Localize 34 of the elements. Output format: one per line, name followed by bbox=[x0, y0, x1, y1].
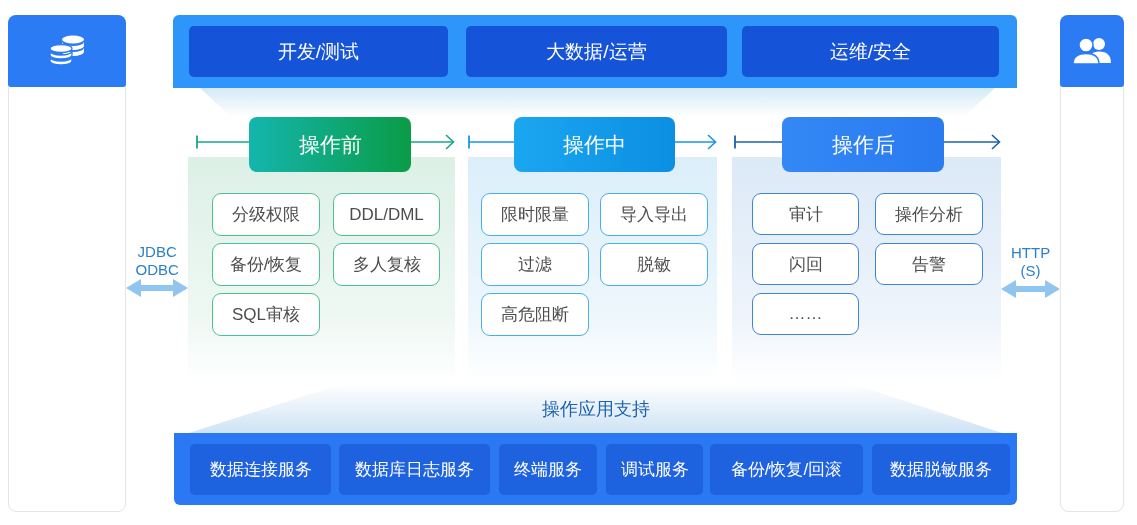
feature-tile: …… bbox=[752, 293, 859, 335]
feature-tile: 导入导出 bbox=[600, 193, 708, 236]
double-arrow bbox=[126, 279, 188, 297]
feature-tile: 过滤 bbox=[481, 243, 589, 286]
feature-tile: DDL/DML bbox=[333, 193, 440, 236]
service-tile: 备份/恢复/回滚 bbox=[710, 444, 863, 495]
phase-header: 操作中 bbox=[514, 117, 675, 172]
feature-tile: 限时限量 bbox=[481, 193, 589, 236]
feature-tile: 操作分析 bbox=[875, 193, 983, 235]
feature-tile: 多人复核 bbox=[333, 243, 440, 286]
feature-tile: 高危阻断 bbox=[481, 293, 589, 336]
side-panel bbox=[1060, 15, 1124, 512]
scenario-tile: 运维/安全 bbox=[742, 26, 999, 77]
double-arrow bbox=[1001, 280, 1060, 298]
side-panel bbox=[8, 15, 126, 512]
bottom-bar bbox=[174, 383, 1017, 505]
feature-tile: 告警 bbox=[875, 243, 983, 285]
feature-tile: 脱敏 bbox=[600, 243, 708, 286]
section-heading: 操作应用支持 bbox=[541, 398, 650, 421]
service-tile: 数据库日志服务 bbox=[339, 444, 490, 495]
scenario-tile: 开发/测试 bbox=[189, 26, 448, 77]
phase-header: 操作后 bbox=[782, 117, 944, 172]
top-bar bbox=[173, 15, 1017, 116]
feature-tile: 分级权限 bbox=[212, 193, 320, 236]
scenario-tile: 大数据/运营 bbox=[466, 26, 727, 77]
feature-tile: 审计 bbox=[752, 193, 859, 235]
service-tile: 数据连接服务 bbox=[190, 444, 331, 495]
feature-tile: SQL审核 bbox=[212, 293, 320, 336]
service-tile: 调试服务 bbox=[606, 444, 703, 495]
feature-tile: 闪回 bbox=[752, 243, 859, 285]
service-tile: 数据脱敏服务 bbox=[872, 444, 1010, 495]
phase-header: 操作前 bbox=[249, 117, 411, 172]
feature-tile: 备份/恢复 bbox=[212, 243, 320, 286]
service-tile: 终端服务 bbox=[499, 444, 597, 495]
